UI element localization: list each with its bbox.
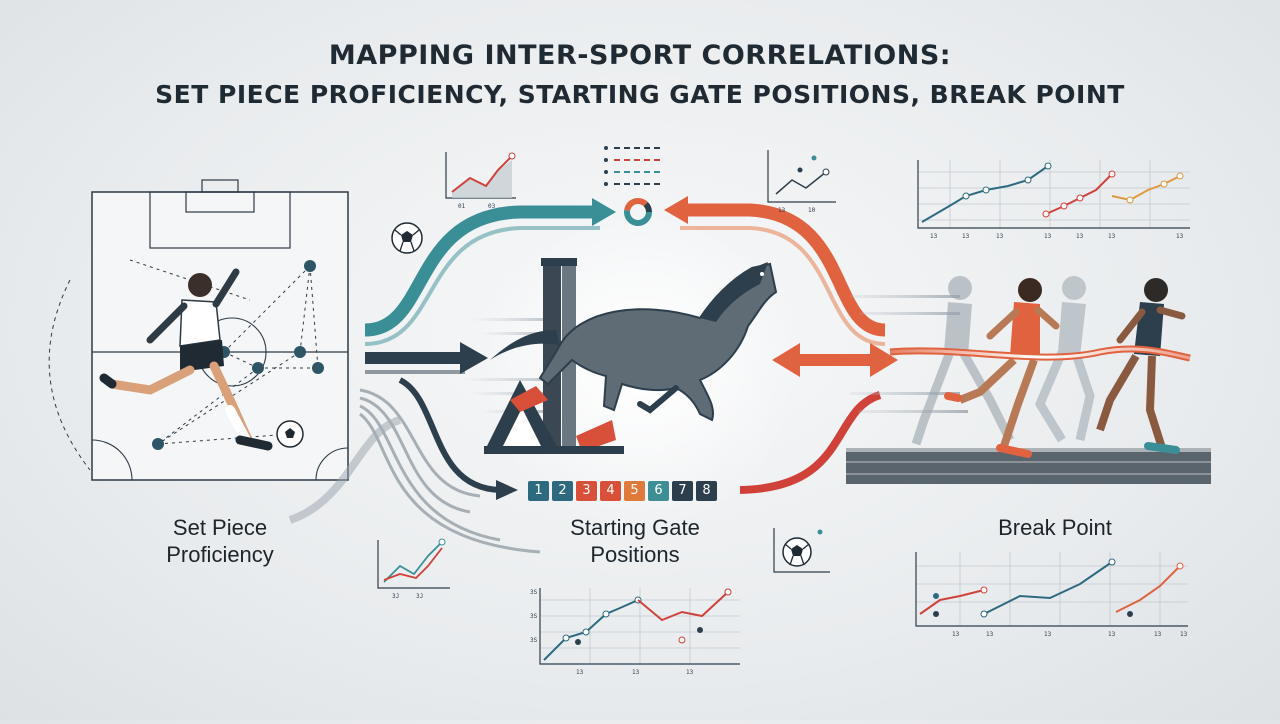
svg-text:13: 13 [632,669,640,676]
gate-number-box: 5 [624,481,645,501]
soccer-ball-icon [391,222,423,254]
gate-number-box: 6 [648,481,669,501]
title-line-2: SET PIECE PROFICIENCY, STARTING GATE POS… [155,80,1125,109]
runners-panel [846,276,1211,484]
mini-chart-c: 13 13 13 13 13 13 13 [917,160,1190,240]
svg-text:13: 13 [986,631,994,638]
svg-text:03: 03 [488,203,496,210]
svg-text:10: 10 [808,207,816,214]
label-set-piece: Set Piece Proficiency [166,515,274,567]
mini-chart-e: 3S 3S 3S 13 13 13 [530,588,740,676]
svg-text:13: 13 [1154,631,1162,638]
svg-text:3S: 3S [530,589,538,596]
label-starting-gate: Starting Gate Positions [570,515,700,567]
flow-orange-double-arrow [772,343,898,377]
svg-text:13: 13 [686,669,694,676]
label-break-point: Break Point [998,515,1112,540]
mini-chart-g: 13 13 13 13 13 13 [915,552,1188,638]
flow-teal-arrow [364,198,616,346]
gate-number-box: 7 [672,481,693,501]
svg-text:01: 01 [458,203,466,210]
mini-chart-d: 3J 3J [377,538,450,600]
svg-text:3S: 3S [530,613,538,620]
mini-chart-b: 13 10 [767,150,836,214]
svg-text:13: 13 [996,233,1004,240]
donut-icon [624,198,652,226]
runner-icon [944,278,1060,458]
gate-number-box: 1 [528,481,549,501]
runner-icon [911,276,1015,446]
svg-text:3S: 3S [530,637,538,644]
svg-text:13: 13 [1180,631,1188,638]
svg-text:13: 13 [1044,631,1052,638]
flow-grey-streams [288,388,541,554]
gate-number-box: 8 [696,481,717,501]
runner-icon [1034,276,1095,443]
mini-chart-f [773,528,830,573]
runner-icon [1096,278,1186,454]
flow-navy-arrow [365,342,488,374]
flow-orange-arrow [664,196,886,346]
soccer-ball-icon [276,420,304,448]
svg-text:13: 13 [1108,631,1116,638]
svg-text:13: 13 [576,669,584,676]
horse-icon [490,262,778,422]
svg-text:13: 13 [778,207,786,214]
gate-number-box: 4 [600,481,621,501]
svg-text:13: 13 [962,233,970,240]
footballer-icon [99,268,273,451]
mini-chart-a: 01 03 [445,152,516,210]
svg-text:3J: 3J [392,593,399,600]
svg-text:13: 13 [930,233,938,240]
svg-text:13: 13 [1176,233,1184,240]
soccer-pitch-panel [48,179,349,481]
title-line-1: MAPPING INTER-SPORT CORRELATIONS: [328,40,952,71]
svg-text:13: 13 [1076,233,1084,240]
svg-text:3J: 3J [416,593,423,600]
gate-number-box: 2 [552,481,573,501]
flow-navy-down-arrow [398,377,518,500]
svg-text:13: 13 [1108,233,1116,240]
svg-text:13: 13 [952,631,960,638]
soccer-ball-icon [782,537,812,567]
flow-red-arrow [739,391,882,494]
gate-number-box: 3 [576,481,597,501]
svg-text:13: 13 [1044,233,1052,240]
dot-legend [604,146,664,186]
